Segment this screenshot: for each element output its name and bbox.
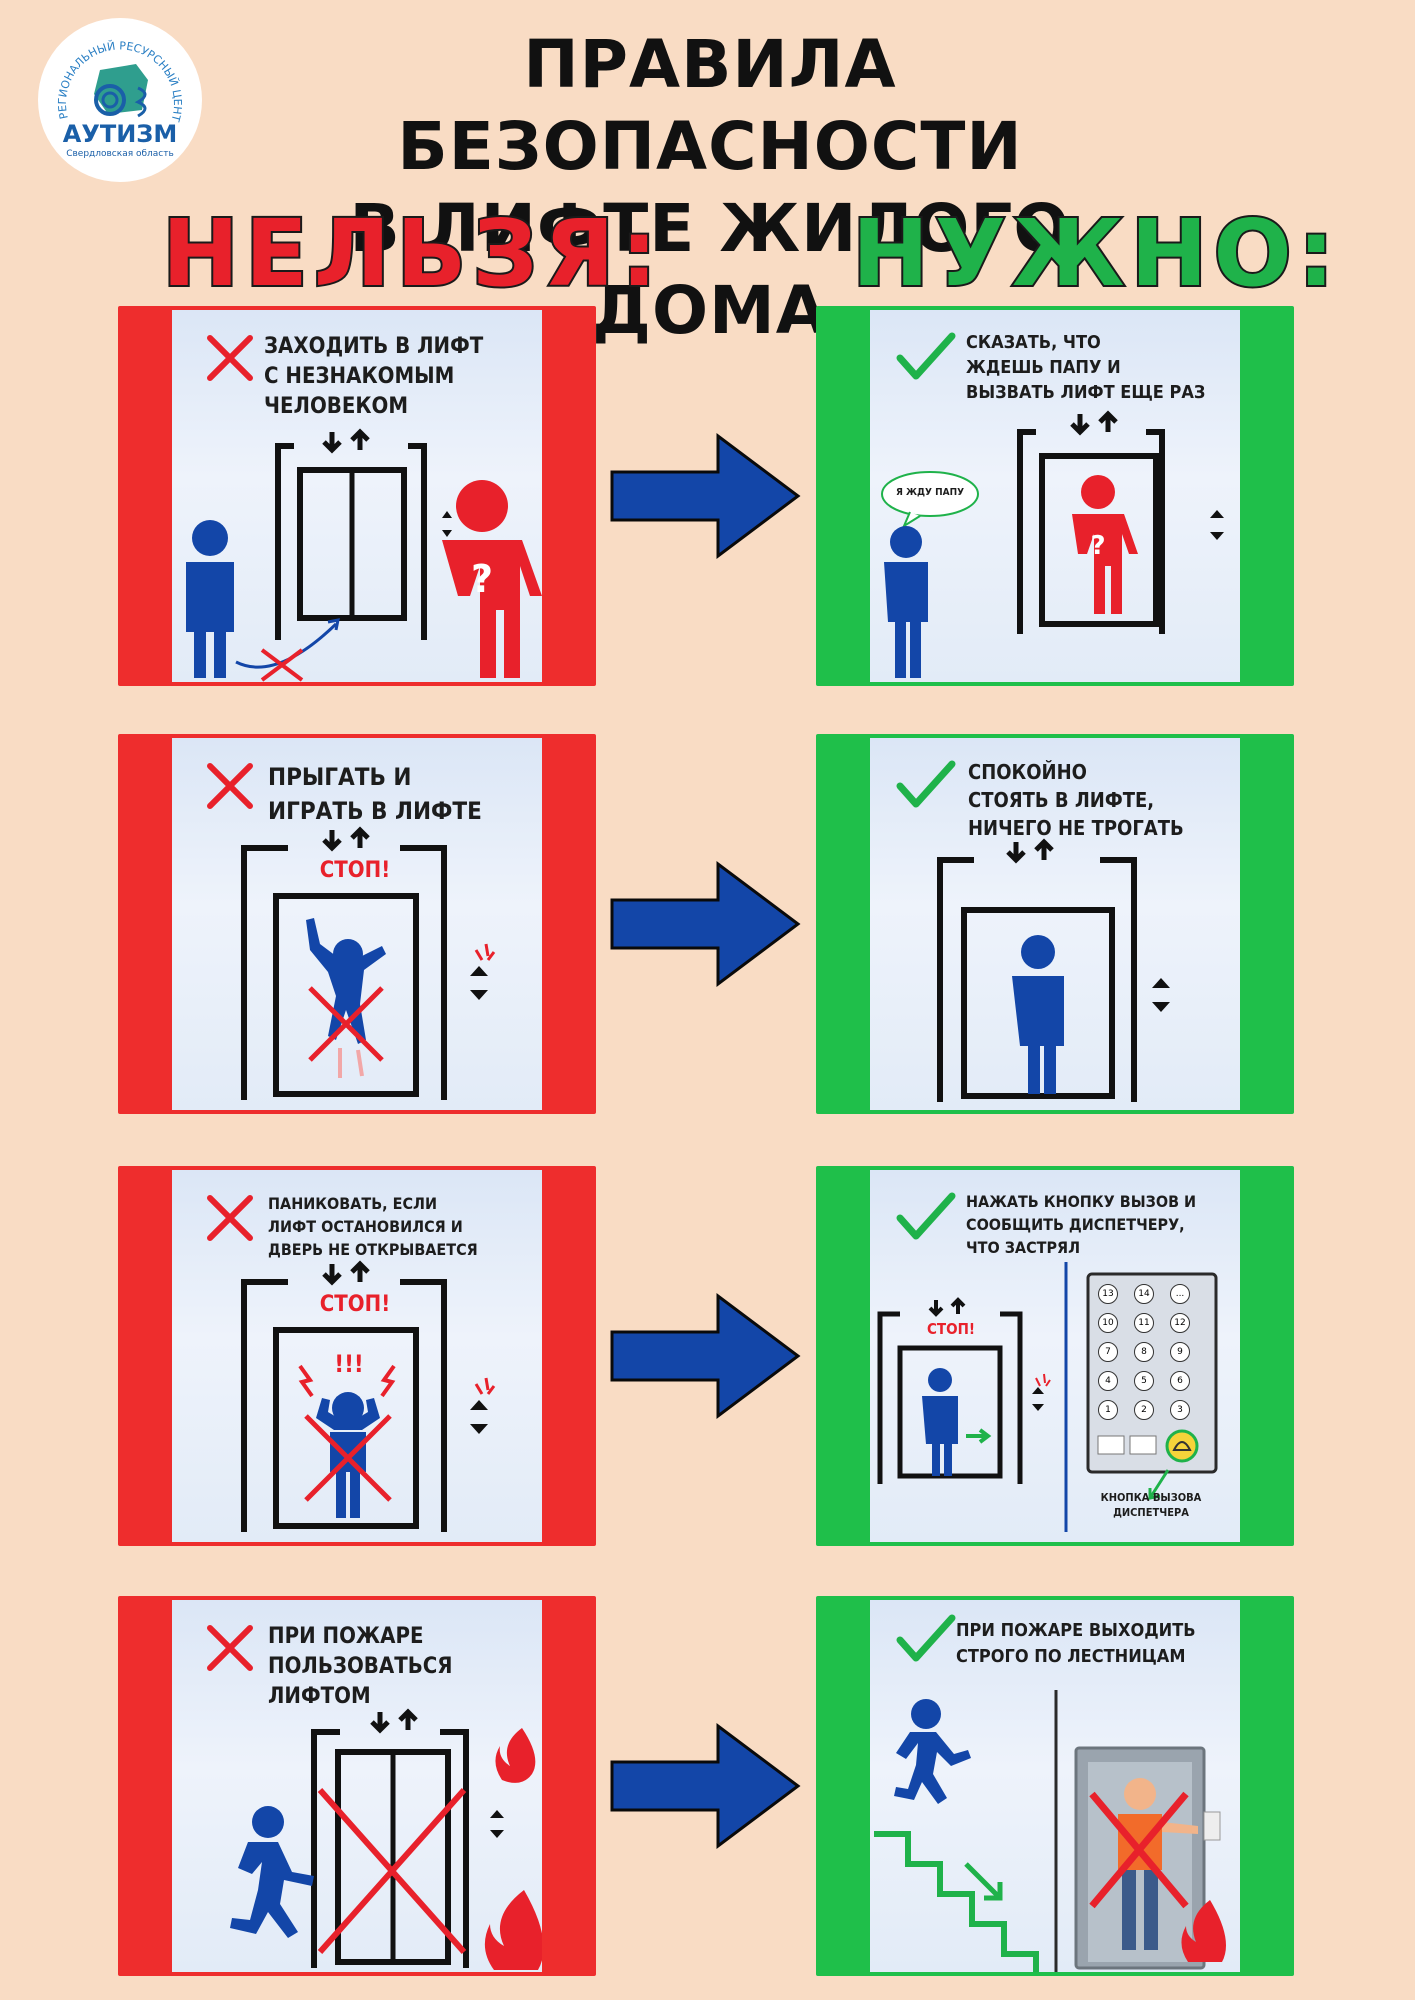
check-icon xyxy=(896,1192,956,1240)
logo-region: Свердловская область xyxy=(66,149,174,159)
rule-2-forbidden-line-1: ПРЫГАТЬ И xyxy=(268,763,412,791)
cross-icon xyxy=(207,335,253,381)
rule-1-required-line-1: СКАЗАТЬ, ЧТО xyxy=(966,332,1101,353)
floor-button[interactable]: 5 xyxy=(1134,1371,1154,1391)
elevator-button-panel: 13 14 ... 10 11 12 7 8 9 4 5 6 1 2 3 xyxy=(1098,1284,1206,1420)
floor-button[interactable]: 10 xyxy=(1098,1313,1118,1333)
rule-3-forbidden-panel: !!! СТОП! ПАНИКОВАТЬ, ЕСЛИ ЛИФТ ОСТАНОВИ… xyxy=(118,1166,596,1546)
rule-2-required-panel: СПОКОЙНО СТОЯТЬ В ЛИФТЕ, НИЧЕГО НЕ ТРОГА… xyxy=(816,734,1294,1114)
check-icon xyxy=(896,760,956,808)
rule-1-forbidden-line-1: ЗАХОДИТЬ В ЛИФТ xyxy=(264,334,484,359)
floor-button[interactable]: 8 xyxy=(1134,1342,1154,1362)
rule-2-required-line-3: НИЧЕГО НЕ ТРОГАТЬ xyxy=(968,816,1184,840)
arrow-right-icon xyxy=(606,1720,806,1850)
floor-button[interactable]: 2 xyxy=(1134,1400,1154,1420)
arrow-right-icon xyxy=(606,858,806,988)
rule-4-required-panel: ПРИ ПОЖАРЕ ВЫХОДИТЬ СТРОГО ПО ЛЕСТНИЦАМ xyxy=(816,1596,1294,1976)
rule-4-forbidden-panel: ПРИ ПОЖАРЕ ПОЛЬЗОВАТЬСЯ ЛИФТОМ xyxy=(118,1596,596,1976)
stop-sign-text: СТОП! xyxy=(319,858,391,883)
check-icon xyxy=(896,1614,956,1662)
rule-3-forbidden-line-2: ЛИФТ ОСТАНОВИЛСЯ И xyxy=(268,1217,463,1236)
rule-3-forbidden-line-3: ДВЕРЬ НЕ ОТКРЫВАЕТСЯ xyxy=(268,1240,478,1259)
floor-button[interactable]: 3 xyxy=(1170,1400,1190,1420)
title-line-1: ПРАВИЛА БЕЗОПАСНОСТИ xyxy=(397,26,1023,185)
rule-2-required-line-2: СТОЯТЬ В ЛИФТЕ, xyxy=(968,788,1155,812)
arrow-right-icon xyxy=(606,430,806,560)
rule-1-forbidden-line-3: ЧЕЛОВЕКОМ xyxy=(264,394,409,419)
rule-4-required-line-1: ПРИ ПОЖАРЕ ВЫХОДИТЬ xyxy=(956,1620,1196,1641)
fire-icon xyxy=(1181,1900,1226,1962)
floor-button[interactable]: 6 xyxy=(1170,1371,1190,1391)
cross-icon xyxy=(207,1195,253,1241)
rule-2-forbidden-panel: СТОП! ПРЫГАТЬ И ИГРАТЬ В ЛИФТЕ xyxy=(118,734,596,1114)
floor-button[interactable]: 14 xyxy=(1134,1284,1154,1304)
required-header: НУЖНО: xyxy=(850,198,1341,309)
floor-button[interactable]: 1 xyxy=(1098,1400,1118,1420)
rule-4-forbidden-line-1: ПРИ ПОЖАРЕ xyxy=(268,1624,424,1649)
rule-3-forbidden-line-1: ПАНИКОВАТЬ, ЕСЛИ xyxy=(268,1194,438,1213)
logo-autism-center: РЕГИОНАЛЬНЫЙ РЕСУРСНЫЙ ЦЕНТР АУТИЗМ Свер… xyxy=(35,8,202,182)
rule-4-forbidden-line-3: ЛИФТОМ xyxy=(268,1684,371,1709)
panic-exclamation-text: !!! xyxy=(334,1350,364,1378)
logo-brand: АУТИЗМ xyxy=(63,120,177,148)
rule-4-forbidden-line-2: ПОЛЬЗОВАТЬСЯ xyxy=(268,1654,453,1679)
floor-button[interactable]: 11 xyxy=(1134,1313,1154,1333)
page-title: ПРАВИЛА БЕЗОПАСНОСТИ В ЛИФТЕ ЖИЛОГО ДОМА xyxy=(240,24,1180,352)
rule-1-required-line-2: ЖДЕШЬ ПАПУ И xyxy=(966,357,1121,378)
arrow-right-icon xyxy=(606,1290,806,1420)
call-button-icon xyxy=(1165,1429,1199,1463)
stop-sign-text: СТОП! xyxy=(926,1320,976,1338)
fire-icon xyxy=(484,1890,542,1970)
floor-button[interactable]: 4 xyxy=(1098,1371,1118,1391)
svg-text:?: ? xyxy=(1090,531,1105,561)
floor-button[interactable]: 9 xyxy=(1170,1342,1190,1362)
rule-1-required-line-3: ВЫЗВАТЬ ЛИФТ ЕЩЕ РАЗ xyxy=(966,382,1206,403)
call-button-label-line-1: КНОПКА ВЫЗОВА xyxy=(1100,1491,1202,1504)
rule-2-forbidden-line-2: ИГРАТЬ В ЛИФТЕ xyxy=(268,797,482,825)
speech-bubble-text: Я ЖДУ ПАПУ xyxy=(895,487,965,498)
floor-button[interactable]: 7 xyxy=(1098,1342,1118,1362)
rule-3-required-line-1: НАЖАТЬ КНОПКУ ВЫЗОВ И xyxy=(966,1192,1197,1211)
call-button-label-line-2: ДИСПЕТЧЕРА xyxy=(1113,1506,1189,1519)
rule-1-forbidden-line-2: С НЕЗНАКОМЫМ xyxy=(264,364,455,389)
rule-3-required-line-3: ЧТО ЗАСТРЯЛ xyxy=(966,1238,1081,1257)
rule-2-required-line-1: СПОКОЙНО xyxy=(968,760,1087,784)
cross-icon xyxy=(207,763,253,809)
check-icon xyxy=(896,332,956,380)
svg-text:?: ? xyxy=(471,557,493,601)
cross-icon xyxy=(207,1625,253,1671)
rule-3-required-line-2: СООБЩИТЬ ДИСПЕТЧЕРУ, xyxy=(966,1215,1185,1234)
floor-button[interactable]: 13 xyxy=(1098,1284,1118,1304)
forbidden-header: НЕЛЬЗЯ: xyxy=(160,198,664,309)
rule-3-required-panel: 13 14 ... 10 11 12 7 8 9 4 5 6 1 2 3 СТО… xyxy=(816,1166,1294,1546)
stop-sign-text: СТОП! xyxy=(319,1292,391,1317)
floor-button[interactable]: ... xyxy=(1170,1284,1190,1304)
fire-icon xyxy=(495,1728,536,1783)
title-line-2: В ЛИФТЕ ЖИЛОГО ДОМА xyxy=(349,190,1071,349)
floor-button[interactable]: 12 xyxy=(1170,1313,1190,1333)
rule-4-required-line-2: СТРОГО ПО ЛЕСТНИЦАМ xyxy=(956,1646,1186,1667)
rule-1-required-panel: ? Я ЖДУ ПАПУ СКАЗАТЬ, ЧТО ЖДЕШЬ ПАПУ И В… xyxy=(816,306,1294,686)
rule-1-forbidden-panel: ? ЗАХОДИТЬ В ЛИФТ С НЕЗНАКОМЫМ ЧЕЛОВЕКОМ xyxy=(118,306,596,686)
